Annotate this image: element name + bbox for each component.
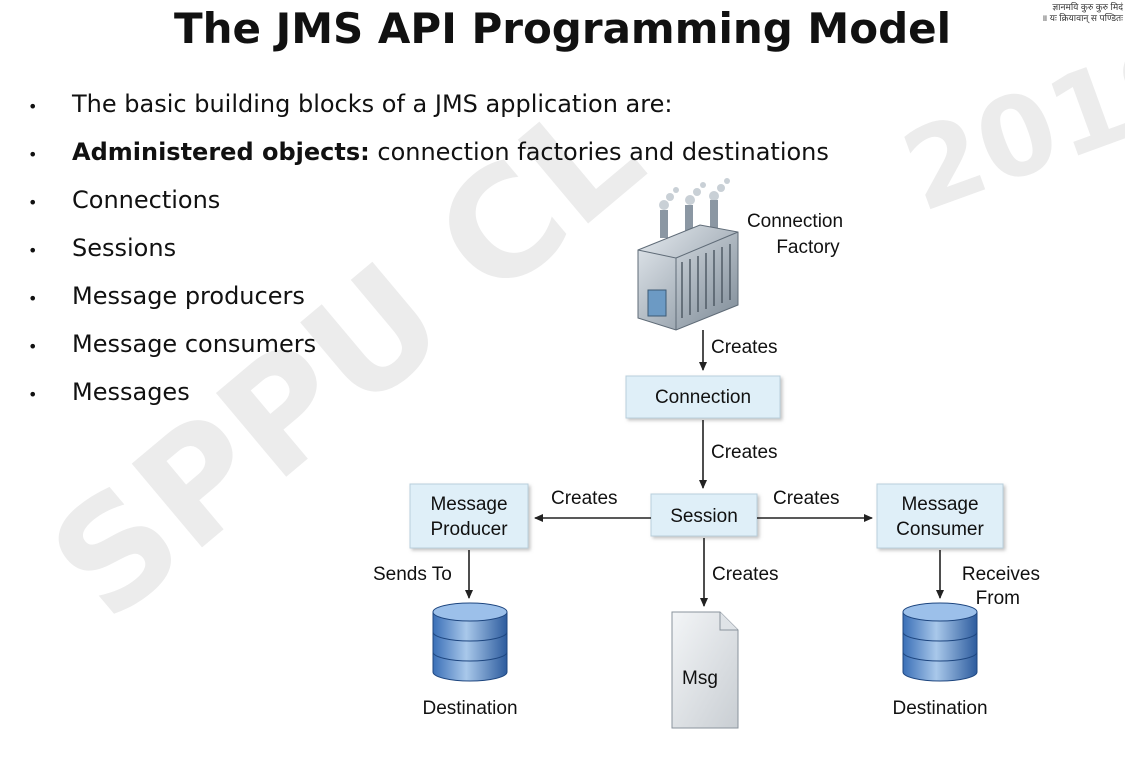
consumer-label-2: Consumer <box>896 519 984 540</box>
connection-box <box>625 375 781 419</box>
bullet-icon: • <box>28 337 38 356</box>
message-producer-box <box>409 483 529 549</box>
producer-label-2: Producer <box>430 519 508 540</box>
bullet-text: Message producers <box>72 282 305 310</box>
slide-title: The JMS API Programming Model <box>173 4 952 53</box>
consumer-label-1: Message <box>901 494 978 515</box>
creates-label-3: Creates <box>551 488 618 509</box>
logo-line-1: ज्ञानमयि कुरु कुरु मिदं <box>1052 2 1123 12</box>
destination-database-icon-right <box>902 602 978 682</box>
producer-label-1: Message <box>430 494 507 515</box>
bullet-item: • Message producers <box>28 272 829 320</box>
bullet-item: • Connections <box>28 176 829 224</box>
bullet-icon: • <box>28 97 38 116</box>
sends-to-label: Sends To <box>373 564 452 585</box>
bullet-item: • Message consumers <box>28 320 829 368</box>
bullet-bold-text: Administered objects: <box>72 138 370 166</box>
creates-label-1: Creates <box>711 337 778 358</box>
bullet-list: • The basic building blocks of a JMS appl… <box>28 80 829 416</box>
destination-database-icon-left <box>432 602 508 682</box>
destination-label-right: Destination <box>892 698 987 719</box>
bullet-item: • Sessions <box>28 224 829 272</box>
message-consumer-box <box>876 483 1004 549</box>
bullet-icon: • <box>28 193 38 212</box>
connection-label: Connection <box>655 387 751 408</box>
bullet-text: Messages <box>72 378 190 406</box>
factory-icon <box>637 178 739 331</box>
session-box <box>650 493 758 537</box>
bullet-icon: • <box>28 289 38 308</box>
receives-label-1: Receives <box>962 564 1040 585</box>
destination-label-left: Destination <box>422 698 517 719</box>
session-label: Session <box>670 506 738 527</box>
bullet-text: Message consumers <box>72 330 317 358</box>
connection-factory-label-1: Connection <box>747 211 843 232</box>
bullet-text: The basic building blocks of a JMS appli… <box>72 90 673 118</box>
bullet-icon: • <box>28 385 38 404</box>
logo-line-2: ॥ यः क्रियावान् स पण्डितः <box>1041 13 1123 23</box>
bullet-text: Connections <box>72 186 221 214</box>
msg-label: Msg <box>682 668 718 689</box>
bullet-text: connection factories and destinations <box>369 138 829 166</box>
creates-label-2: Creates <box>711 442 778 463</box>
connection-factory-label-2: Factory <box>776 237 840 258</box>
bullet-icon: • <box>28 241 38 260</box>
bullet-text: Sessions <box>72 234 177 262</box>
receives-label-2: From <box>976 588 1020 609</box>
creates-label-4: Creates <box>773 488 840 509</box>
bullet-item: • Messages <box>28 368 829 416</box>
university-logo: ज्ञानमयि कुरु कुरु मिदं ॥ यः क्रियावान् … <box>1042 2 1123 24</box>
bullet-icon: • <box>28 145 38 164</box>
creates-label-5: Creates <box>712 564 779 585</box>
bullet-item: • Administered objects: connection factor… <box>28 128 829 176</box>
bullet-item: • The basic building blocks of a JMS appl… <box>28 80 829 128</box>
message-document-icon <box>671 611 739 729</box>
